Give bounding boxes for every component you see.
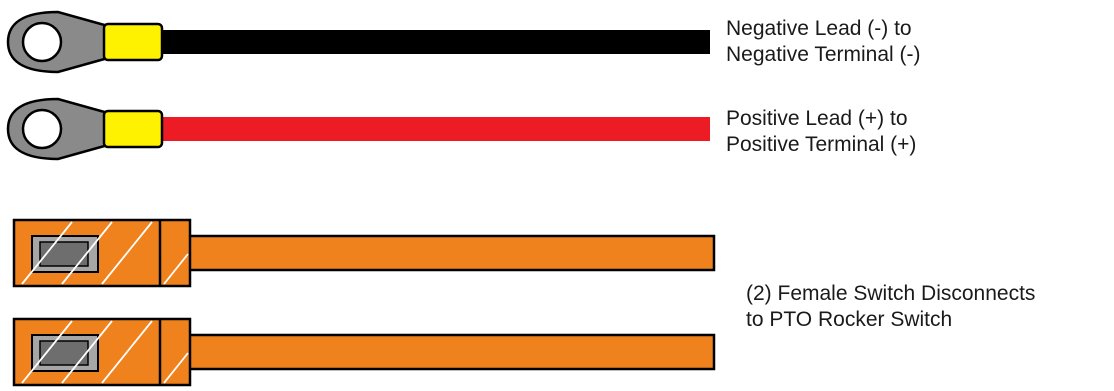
negative-lead-label: Negative Lead (-) to Negative Terminal (…: [726, 16, 921, 68]
orange-wire: [184, 234, 716, 272]
ring-terminal-icon: [6, 10, 164, 74]
positive-lead: [6, 97, 710, 161]
female-disconnect-icon: [12, 218, 192, 288]
red-wire: [160, 117, 710, 141]
positive-lead-label-line2: Positive Terminal (+): [726, 133, 917, 156]
female-disconnect-icon: [12, 317, 192, 387]
disconnects-label-line2: to PTO Rocker Switch: [746, 308, 953, 331]
ring-terminal-icon: [6, 97, 164, 161]
disconnects-label: (2) Female Switch Disconnects to PTO Roc…: [746, 281, 1035, 333]
negative-lead-label-line2: Negative Terminal (-): [726, 43, 921, 66]
orange-wire: [184, 333, 716, 371]
black-wire: [160, 30, 710, 54]
positive-lead-label-line1: Positive Lead (+) to: [726, 107, 908, 130]
negative-lead: [6, 10, 710, 74]
female-disconnect-lead-2: [12, 317, 716, 387]
female-disconnect-lead-1: [12, 218, 716, 288]
positive-lead-label: Positive Lead (+) to Positive Terminal (…: [726, 106, 916, 158]
disconnects-label-line1: (2) Female Switch Disconnects: [746, 282, 1036, 305]
negative-lead-label-line1: Negative Lead (-) to: [726, 17, 912, 40]
